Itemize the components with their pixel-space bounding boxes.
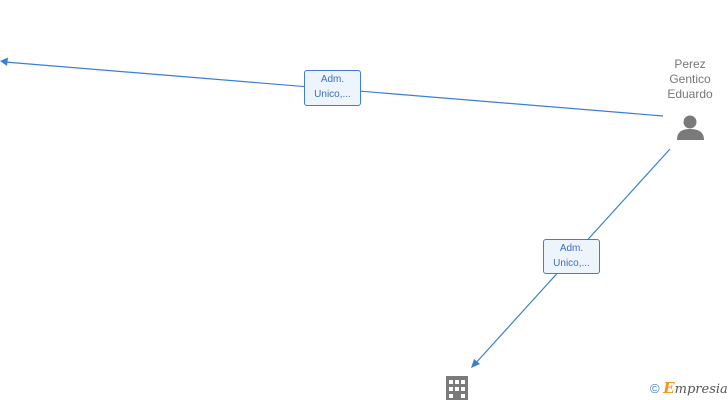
edge-label-down[interactable]: Adm. Unico,... bbox=[543, 239, 600, 274]
person-name-line-3: Eduardo bbox=[667, 87, 713, 101]
edge-label-line-1: Adm. bbox=[559, 243, 584, 254]
person-name-line-2: Gentico bbox=[669, 72, 711, 86]
edge-label-line-2: Unico,... bbox=[553, 258, 590, 269]
edge-label-line-2: Unico,... bbox=[314, 89, 351, 100]
edge-label-line-1: Adm. bbox=[320, 74, 345, 85]
empresia-watermark: © Empresia bbox=[650, 379, 728, 397]
arrowhead-down bbox=[471, 359, 480, 368]
person-name-line-1: Perez bbox=[674, 57, 706, 71]
person-icon[interactable] bbox=[677, 115, 704, 141]
brand-logo: Empresia bbox=[663, 379, 728, 397]
person-name[interactable]: Perez Gentico Eduardo bbox=[650, 57, 728, 102]
arrowhead-left bbox=[0, 57, 8, 66]
edge-label-left[interactable]: Adm. Unico,... bbox=[304, 70, 361, 106]
building-icon[interactable] bbox=[446, 376, 468, 400]
copyright-icon: © bbox=[650, 381, 660, 396]
